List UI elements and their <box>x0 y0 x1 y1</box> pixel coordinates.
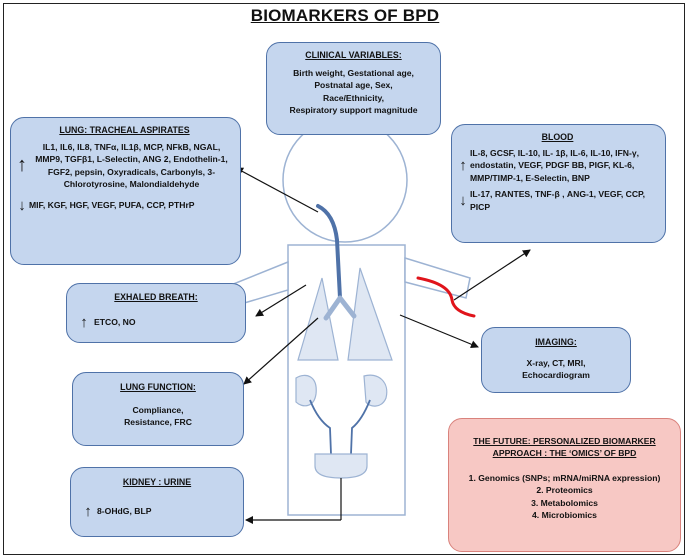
left-lung <box>297 277 339 361</box>
arrow-to-imaging <box>399 314 479 349</box>
clinical-line: Race/Ethnicity, <box>323 92 384 103</box>
future-omics-box: THE FUTURE: PERSONALIZED BIOMARKER APPRO… <box>448 418 681 552</box>
left-kidney <box>295 374 317 407</box>
right-ureter <box>350 399 371 455</box>
increase-arrow-icon: ↑ <box>84 502 92 520</box>
increase-arrow-icon: ↑ <box>459 156 467 174</box>
right-arm <box>404 256 471 299</box>
lung-ta-title: LUNG: TRACHEAL ASPIRATES <box>59 125 190 135</box>
lung-ta-increased: IL1, IL6, IL8, TNFα, IL1β, MCP, NFkB, NG… <box>35 141 228 190</box>
exhaled-breath-box: EXHALED BREATH: ↑ ETCO, NO <box>66 283 246 343</box>
clinical-variables-title: CLINICAL VARIABLES: <box>305 50 402 60</box>
arrow-to-lung-ta <box>235 167 319 213</box>
imaging-title: IMAGING: <box>535 337 577 347</box>
future-item: 1. Genomics (SNPs; mRNA/miRNA expression… <box>468 472 661 483</box>
arrow-to-blood <box>453 249 531 301</box>
increase-arrow-icon: ↑ <box>17 154 27 177</box>
trachea <box>316 204 342 300</box>
arrow-to-lung-function <box>243 317 319 385</box>
main-title: BIOMARKERS OF BPD <box>250 6 440 25</box>
imaging-line: X-ray, CT, MRI, <box>526 357 586 368</box>
clinical-line: Respiratory support magnitude <box>289 105 418 116</box>
imaging-line: Echocardiogram <box>522 370 590 381</box>
decrease-arrow-icon: ↓ <box>18 196 26 214</box>
lung-function-line: Resistance, FRC <box>124 417 192 428</box>
bronchi <box>323 295 357 321</box>
lung-function-title: LUNG FUNCTION: <box>120 382 196 392</box>
blood-box: BLOOD ↑ IL-8, GCSF, IL-10, IL- 1β, IL-6,… <box>451 124 666 243</box>
blood-title: BLOOD <box>541 132 574 142</box>
arm-blood-vessel <box>416 276 476 318</box>
increase-arrow-icon: ↑ <box>80 313 88 331</box>
future-item: 2. Proteomics <box>536 485 593 496</box>
head-outline <box>282 117 408 243</box>
lung-function-box: LUNG FUNCTION: Compliance, Resistance, F… <box>72 372 244 446</box>
imaging-box: IMAGING: X-ray, CT, MRI, Echocardiogram <box>481 327 631 393</box>
exhaled-increased: ETCO, NO <box>94 317 136 328</box>
lung-tracheal-aspirates-box: LUNG: TRACHEAL ASPIRATES ↑ IL1, IL6, IL8… <box>10 117 241 265</box>
figure-frame <box>3 3 685 555</box>
decrease-arrow-icon: ↓ <box>459 191 467 209</box>
clinical-line: Postnatal age, Sex, <box>314 80 393 91</box>
bladder <box>314 453 368 479</box>
future-item: 4. Microbiomics <box>532 510 597 521</box>
lung-ta-decreased: MIF, KGF, HGF, VEGF, PUFA, CCP, PTHrP <box>29 200 195 211</box>
clinical-line: Birth weight, Gestational age, <box>293 67 414 78</box>
lung-function-line: Compliance, <box>132 404 184 415</box>
right-kidney <box>363 374 388 407</box>
future-title-line: THE FUTURE: PERSONALIZED BIOMARKER <box>473 436 656 446</box>
arrow-to-exhaled <box>255 284 307 317</box>
exhaled-title: EXHALED BREATH: <box>114 292 198 302</box>
kidney-title: KIDNEY : URINE <box>122 477 192 487</box>
left-ureter <box>309 399 332 455</box>
future-title-line: APPROACH : THE ‘OMICS’ OF BPD <box>492 448 637 459</box>
kidney-increased: 8-OHdG, BLP <box>97 506 152 517</box>
kidney-urine-box: KIDNEY : URINE ↑ 8-OHdG, BLP <box>70 467 244 537</box>
blood-increased: IL-8, GCSF, IL-10, IL- 1β, IL-6, IL-10, … <box>470 147 640 183</box>
future-item: 3. Metabolomics <box>531 497 598 508</box>
clinical-variables-box: CLINICAL VARIABLES: Birth weight, Gestat… <box>266 42 441 135</box>
blood-decreased: IL-17, RANTES, TNF-β , ANG-1, VEGF, CCP,… <box>470 189 646 212</box>
